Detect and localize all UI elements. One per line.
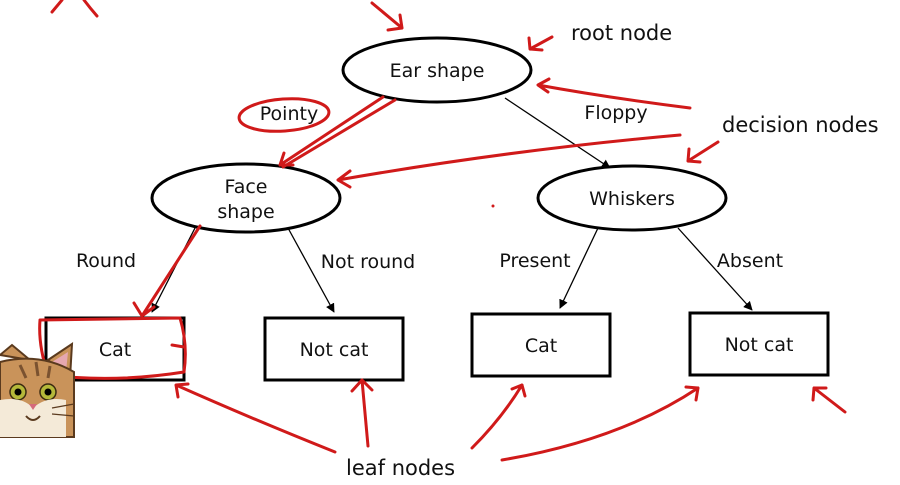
edge-label-pointy: Pointy — [260, 103, 318, 125]
whiskers-node: Whiskers — [536, 164, 728, 232]
leaf-node-3: Cat — [470, 312, 612, 378]
whiskers-node-ellipse — [536, 164, 728, 232]
ink-arrow-leaf-to-notcat-2 — [500, 385, 700, 462]
annotation-leaf-nodes: leaf nodes — [346, 456, 455, 480]
leaf-node-3-box — [470, 312, 612, 378]
root-node-ellipse — [341, 36, 533, 104]
ink-tick-cat-leaf — [170, 343, 186, 349]
ink-stroke-top-left-2 — [82, 0, 99, 18]
ink-circle-pointy — [237, 97, 331, 133]
red-ink-annotations — [38, 0, 847, 462]
edge-not-round — [287, 227, 335, 313]
leaf-node-2: Not cat — [263, 316, 405, 382]
face-shape-node: Face shape — [150, 162, 342, 234]
leaf-node-4-label: Not cat — [725, 334, 794, 356]
edge-label-round: Round — [76, 250, 136, 272]
leaf-node-2-label: Not cat — [300, 339, 369, 361]
face-shape-node-label-line1: Face — [225, 176, 268, 198]
ink-arrow-decision-to-whiskers — [686, 140, 720, 164]
leaf-node-1-label: Cat — [99, 339, 131, 361]
edge-absent — [677, 227, 753, 311]
ink-arrow-into-root — [370, 1, 404, 32]
ink-arrow-decision-to-root — [536, 77, 692, 110]
edge-round — [151, 227, 196, 313]
edge-floppy — [504, 97, 611, 169]
ink-dot — [491, 204, 495, 208]
ink-arrow-leaf-to-cat — [174, 382, 337, 454]
edge-label-not-round: Not round — [321, 251, 416, 273]
ink-arrow-root-node — [527, 35, 554, 52]
tree-edges — [151, 97, 753, 313]
leaf-node-3-label: Cat — [525, 335, 557, 357]
whiskers-node-label: Whiskers — [589, 188, 675, 210]
ink-box-cat-leaf — [38, 316, 187, 380]
ink-arrow-round-to-cat — [132, 224, 202, 318]
leaf-node-4: Not cat — [688, 311, 830, 377]
leaf-node-4-box — [688, 311, 830, 377]
edge-label-present: Present — [499, 250, 570, 272]
root-node: Ear shape — [341, 36, 533, 104]
cat-face-icon — [0, 342, 75, 438]
annotation-decision-nodes: decision nodes — [722, 113, 879, 137]
leaf-node-2-box — [263, 316, 405, 382]
face-shape-node-ellipse — [150, 162, 342, 234]
edge-present — [559, 227, 599, 309]
edge-label-floppy: Floppy — [584, 102, 647, 124]
root-node-label: Ear shape — [390, 60, 485, 82]
edge-label-absent: Absent — [717, 250, 783, 272]
ink-arrow-leaf-to-cat-2 — [470, 383, 527, 450]
ink-arrow-right-margin — [811, 386, 847, 414]
annotation-root-node: root node — [571, 21, 672, 45]
ink-arrow-pointy-to-face — [278, 95, 397, 169]
ink-arrow-leaf-to-notcat — [350, 378, 374, 448]
ink-stroke-top-left — [50, 0, 64, 14]
ink-arrow-decision-to-face — [336, 133, 682, 189]
face-shape-node-label-line2: shape — [217, 201, 274, 223]
